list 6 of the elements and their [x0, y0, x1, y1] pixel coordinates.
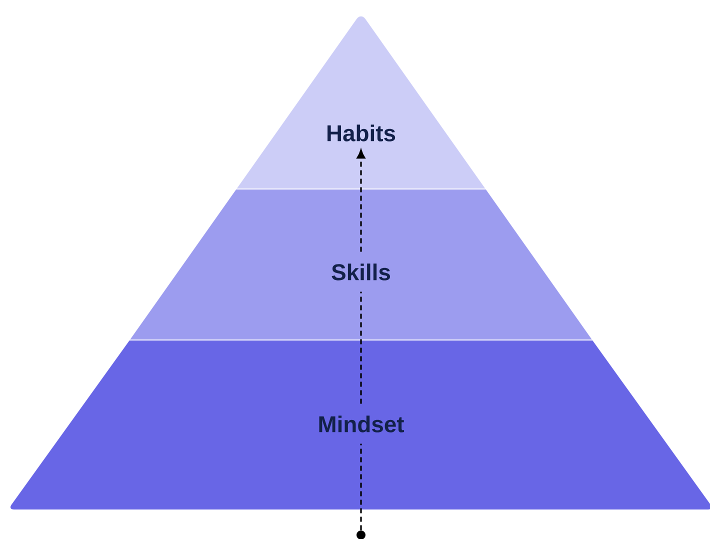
pyramid-tier: Mindset: [9, 339, 710, 510]
node-text: Habits: [328, 124, 396, 142]
arrow: [356, 150, 366, 530]
pyramid-tier: Habits: [235, 15, 487, 190]
node-text: Skills: [332, 264, 390, 280]
node-text: Mindset: [319, 416, 404, 432]
